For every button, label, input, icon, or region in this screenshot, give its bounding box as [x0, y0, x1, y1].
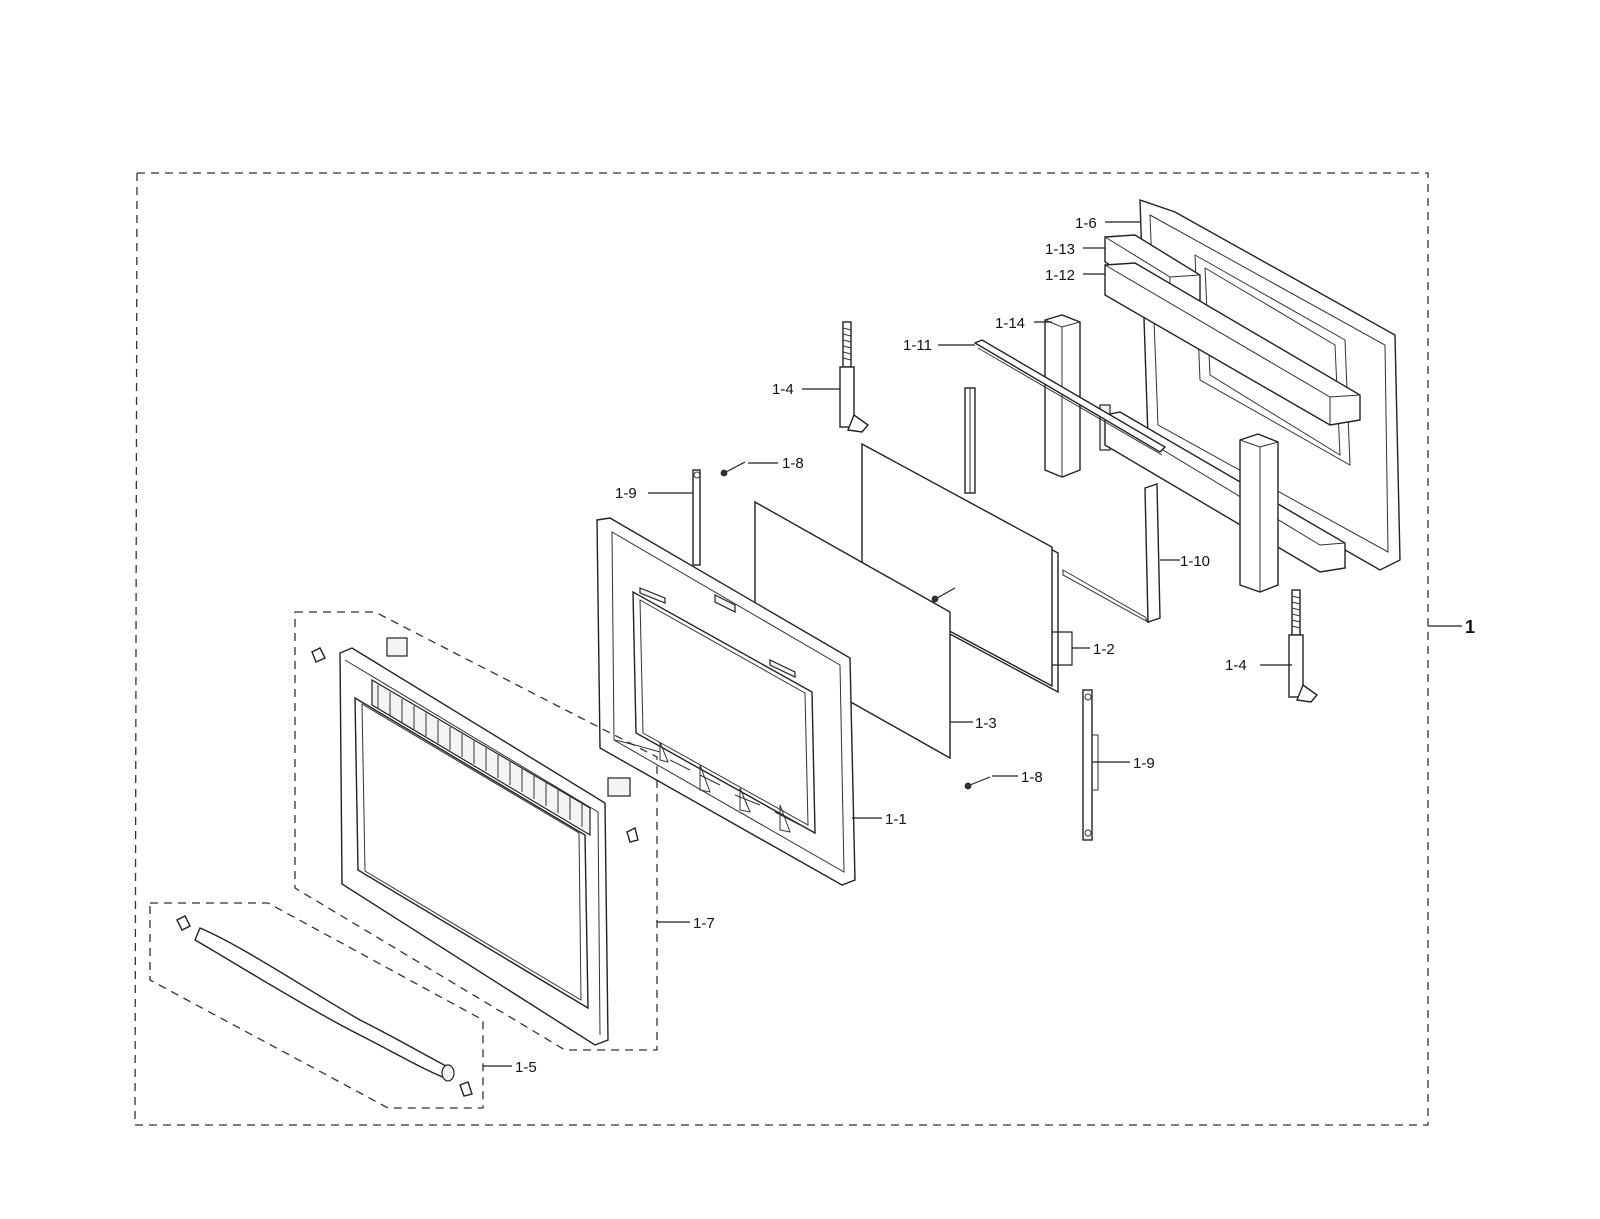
screw-bottom	[964, 776, 991, 790]
label-1-4-right: 1-4	[1225, 657, 1247, 674]
vent-grille	[377, 685, 583, 827]
assembly-boundary	[134, 172, 1462, 1126]
door-handle	[176, 915, 473, 1097]
insulation-vertical-right	[1239, 433, 1279, 593]
label-1-5: 1-5	[515, 1059, 537, 1076]
label-1-14: 1-14	[995, 315, 1025, 332]
side-channel-left	[964, 387, 976, 494]
label-1-6: 1-6	[1075, 215, 1097, 232]
side-bracket-right	[1082, 689, 1099, 841]
label-1: 1	[1465, 617, 1475, 637]
hinge-right	[1288, 589, 1319, 703]
insulation-long	[1104, 262, 1361, 426]
insulation-lower	[1104, 411, 1346, 573]
label-1-3: 1-3	[975, 715, 997, 732]
label-1-9-left: 1-9	[615, 485, 637, 502]
label-1-13: 1-13	[1045, 241, 1075, 258]
top-trim-strip	[973, 339, 1167, 456]
screw-top	[720, 461, 746, 477]
hinge-left	[839, 321, 870, 433]
part-labels: 1 1-6 1-13 1-12 1-14 1-11 1-4 1-8 1-9 1-…	[515, 215, 1475, 1076]
label-1-8-top: 1-8	[782, 455, 804, 472]
middle-glass	[754, 500, 951, 760]
label-1-10: 1-10	[1180, 553, 1210, 570]
outer-door-panel	[311, 637, 639, 1046]
handle-group-boundary	[149, 902, 512, 1109]
label-1-1: 1-1	[885, 811, 907, 828]
inner-glass-pair	[861, 442, 1059, 694]
insulation-vertical-left	[1044, 314, 1081, 478]
leader-lines	[648, 221, 1292, 819]
side-channel-right	[1062, 483, 1161, 624]
label-1-4-left: 1-4	[772, 381, 794, 398]
label-1-7: 1-7	[693, 915, 715, 932]
screw-mid	[931, 587, 956, 603]
label-1-11: 1-11	[903, 337, 932, 354]
inner-door-frame	[596, 517, 856, 886]
outer-door-group-boundary	[294, 611, 690, 1051]
label-1-12: 1-12	[1045, 267, 1075, 284]
label-1-9-right: 1-9	[1133, 755, 1155, 772]
side-bracket-left	[692, 469, 701, 566]
label-1-2: 1-2	[1093, 641, 1115, 658]
label-1-8-bottom: 1-8	[1021, 769, 1043, 786]
